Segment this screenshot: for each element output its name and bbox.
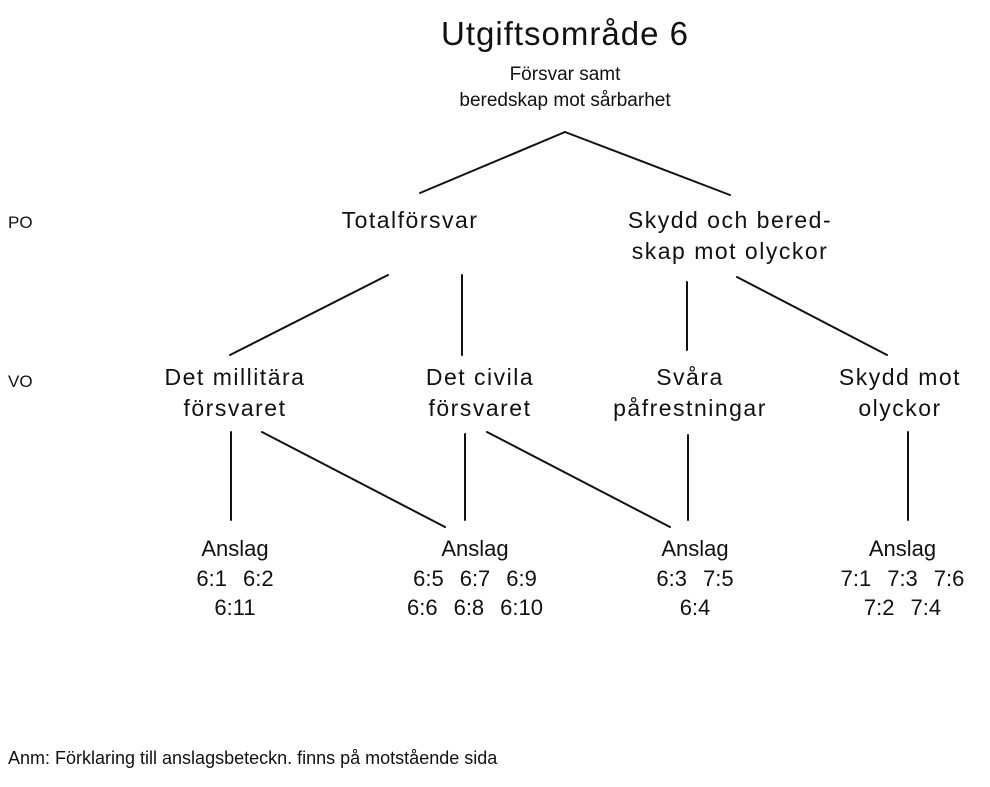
anslag-label: Anslag xyxy=(868,536,937,561)
node-label-line: påfrestningar xyxy=(613,395,767,422)
vo-node-militara: Det millitära försvaret xyxy=(130,362,340,424)
node-label-line: försvaret xyxy=(183,395,287,422)
anslag-code: 7:5 xyxy=(703,565,734,591)
anslag-code-row: 6:11 xyxy=(140,593,330,623)
root-title: Utgiftsområde 6 xyxy=(441,15,689,52)
edge-totalforsvar-militara xyxy=(229,274,389,356)
po-node-totalforsvar: Totalförsvar xyxy=(280,205,540,236)
anslag-group-svara: Anslag 6:3 7:5 6:4 xyxy=(600,534,790,623)
anslag-code: 7:3 xyxy=(887,565,918,591)
footnote: Anm: Förklaring till anslagsbeteckn. fin… xyxy=(8,748,498,768)
node-label-line: försvaret xyxy=(428,395,532,422)
node-label-line: Svåra xyxy=(656,364,724,390)
anslag-code: 6:5 xyxy=(413,565,444,591)
anslag-label: Anslag xyxy=(201,536,269,561)
anslag-code-row: 6:6 6:8 6:10 xyxy=(360,593,590,623)
anslag-group-civila: Anslag 6:5 6:7 6:9 6:6 6:8 6:10 xyxy=(360,534,590,623)
node-label-line: skap mot olyckor xyxy=(631,238,829,265)
anslag-code: 7:1 xyxy=(840,565,872,591)
anslag-code: 6:3 xyxy=(656,565,687,591)
root-subtitle-line: beredskap mot sårbarhet xyxy=(459,89,671,111)
edge-skydd-skyddmot xyxy=(736,276,888,356)
node-label-line: olyckor xyxy=(858,395,942,422)
vo-node-skydd-mot-olyckor: Skydd mot olyckor xyxy=(810,362,990,424)
vo-node-civila: Det civila försvaret xyxy=(375,362,585,424)
anslag-code: 7:2 xyxy=(863,595,895,621)
anslag-code: 6:6 xyxy=(406,595,438,621)
edge-militara-anslag2 xyxy=(261,431,446,528)
anslag-group-militara: Anslag 6:1 6:2 6:11 xyxy=(140,534,330,623)
anslag-code-row: 7:1 7:3 7:6 xyxy=(815,564,990,594)
node-label-line: Skydd mot xyxy=(838,364,962,390)
anslag-label: Anslag xyxy=(441,536,509,561)
anslag-code-row: 6:1 6:2 xyxy=(140,564,330,594)
anslag-code-row: 6:5 6:7 6:9 xyxy=(360,564,590,594)
anslag-code: 6:9 xyxy=(506,565,537,591)
anslag-code-row: 7:2 7:4 xyxy=(815,593,990,623)
anslag-code: 6:1 xyxy=(196,565,227,591)
anslag-code: 6:2 xyxy=(243,565,274,591)
anslag-label: Anslag xyxy=(661,536,729,561)
anslag-code-row: 6:3 7:5 xyxy=(600,564,790,594)
anslag-code: 7:4 xyxy=(910,595,942,621)
vo-node-svara-pafrestningar: Svåra påfrestningar xyxy=(590,362,790,424)
root-subtitle: Försvar samt beredskap mot sårbarhet xyxy=(395,62,735,113)
node-label-line: Skydd och bered- xyxy=(627,207,833,233)
node-label-line: Det civila xyxy=(425,364,535,390)
anslag-code: 6:11 xyxy=(214,595,256,621)
row-label-vo: VO xyxy=(8,372,33,391)
anslag-code: 6:4 xyxy=(679,595,711,621)
node-label-line: Det millitära xyxy=(164,364,306,390)
anslag-code: 6:7 xyxy=(459,565,491,591)
anslag-code: 6:8 xyxy=(453,595,485,621)
edge-root-totalforsvar xyxy=(419,131,566,194)
anslag-group-skydd-mot: Anslag 7:1 7:3 7:6 7:2 7:4 xyxy=(815,534,990,623)
row-label-po: PO xyxy=(8,213,33,232)
anslag-code-row: 6:4 xyxy=(600,593,790,623)
po-node-skydd-och-beredskap: Skydd och bered- skap mot olyckor xyxy=(570,205,890,267)
node-label-line: Totalförsvar xyxy=(341,207,479,233)
root-subtitle-line: Försvar samt xyxy=(509,64,621,85)
edge-root-skydd-bered xyxy=(564,131,731,196)
edge-civila-anslag3 xyxy=(486,431,671,528)
anslag-code: 7:6 xyxy=(933,565,965,591)
anslag-code: 6:10 xyxy=(500,595,543,621)
